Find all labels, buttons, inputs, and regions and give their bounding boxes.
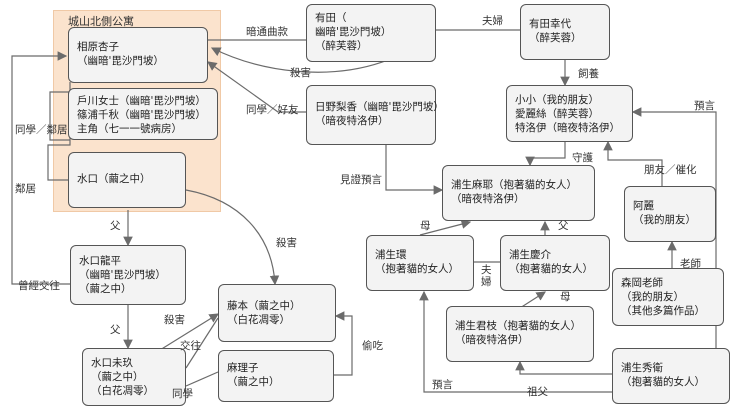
node-keisuke: 浦生慶介 （抱著貓的女人） (500, 235, 610, 291)
node-asako: 浦生麻耶（抱著貓的女人） （暗夜特洛伊） (442, 165, 595, 221)
edge-label-couple-arita: 夫婦 (482, 15, 503, 27)
edge-label-dating: 交往 (180, 340, 201, 352)
edge-label-prophecy-top: 預言 (694, 100, 715, 112)
edge-label-father-tatsuhei: 父 (110, 324, 121, 336)
edge-label-keep: 飼養 (578, 68, 599, 80)
edge-label-classmate-friend: 同學／好友 (246, 104, 299, 116)
edge-label-classmate: 同學 (172, 388, 193, 400)
node-kimie: 浦生君枝（抱著貓的女人） （暗夜特洛伊） (446, 306, 594, 362)
node-tatsuhei: 水口龍平 （幽暗'毘沙門坡） （繭之中） (70, 245, 186, 305)
edge-label-classmate-neighbor: 同學／鄰居 (15, 124, 68, 136)
node-mizuguchi-mami: 水口未玖 （繭之中） （白花凋零） (82, 348, 186, 406)
edge-label-cheat: 偷吃 (362, 340, 383, 352)
node-residents: 戶川女士（幽暗'毘沙門坡） 篠浦千秋（幽暗'毘沙門坡） 主角（七一一號病房） (68, 88, 218, 140)
node-morioka: 森岡老師 （我的朋友） （其他多篇作品） (612, 268, 724, 326)
edge-label-mother-kimie: 母 (560, 291, 571, 303)
node-fujimoto: 藤本（繭之中） （白花凋零） (218, 284, 336, 342)
edge-label-kill-aihara: 殺害 (290, 67, 311, 79)
node-tamaki: 浦生環 （抱著貓的女人） (366, 235, 474, 291)
node-hidenori: 浦生秀衛 （抱著貓的女人） (612, 348, 730, 404)
node-akane: 阿麗 （我的朋友） (624, 186, 716, 242)
node-hino: 日野梨香（幽暗'毘沙門坡） （暗夜特洛伊） (306, 85, 444, 145)
edge-label-father-mizuguchi: 父 (110, 220, 121, 232)
edge-label-mother-tamaki: 母 (420, 220, 431, 232)
edge-label-prophecy-bottom: 預言 (432, 379, 453, 391)
edge-label-witness: 見證預言 (340, 174, 382, 186)
edge-label-former-dating: 曾經交往 (18, 280, 60, 292)
edge-label-couple-urao: 夫婦 (481, 264, 492, 288)
edge-label-teacher: 老師 (680, 258, 701, 270)
node-mizuguchi: 水口（繭之中） (68, 152, 186, 208)
node-xiaoxiao: 小小（我的朋友） 愛麗絲（醉芙蓉） 特洛伊（暗夜特洛伊） (506, 85, 633, 142)
node-aihara: 相原杏子 （幽暗'毘沙門坡） (68, 27, 208, 83)
edge-label-neighbor: 鄰居 (15, 183, 36, 195)
edge-label-kill-fujimoto: 殺害 (276, 237, 297, 249)
edge-label-friend-catalyst: 朋友／催化 (644, 164, 697, 176)
edge-label-kill-mami: 殺害 (164, 314, 185, 326)
edge-label-father-keisuke: 父 (558, 220, 569, 232)
node-mariko: 麻理子 （繭之中） (218, 350, 334, 402)
edge-label-guard: 守護 (572, 152, 593, 164)
node-arita: 有田（ 幽暗'毘沙門坡） （醉芙蓉） (306, 4, 436, 62)
node-arita-yukiyo: 有田幸代 （醉芙蓉） (520, 4, 610, 60)
region-title: 城山北側公寓 (68, 15, 134, 28)
edge-label-grandfather: 祖父 (527, 386, 548, 398)
edge-label-ansha: 暗通曲款 (246, 26, 288, 38)
